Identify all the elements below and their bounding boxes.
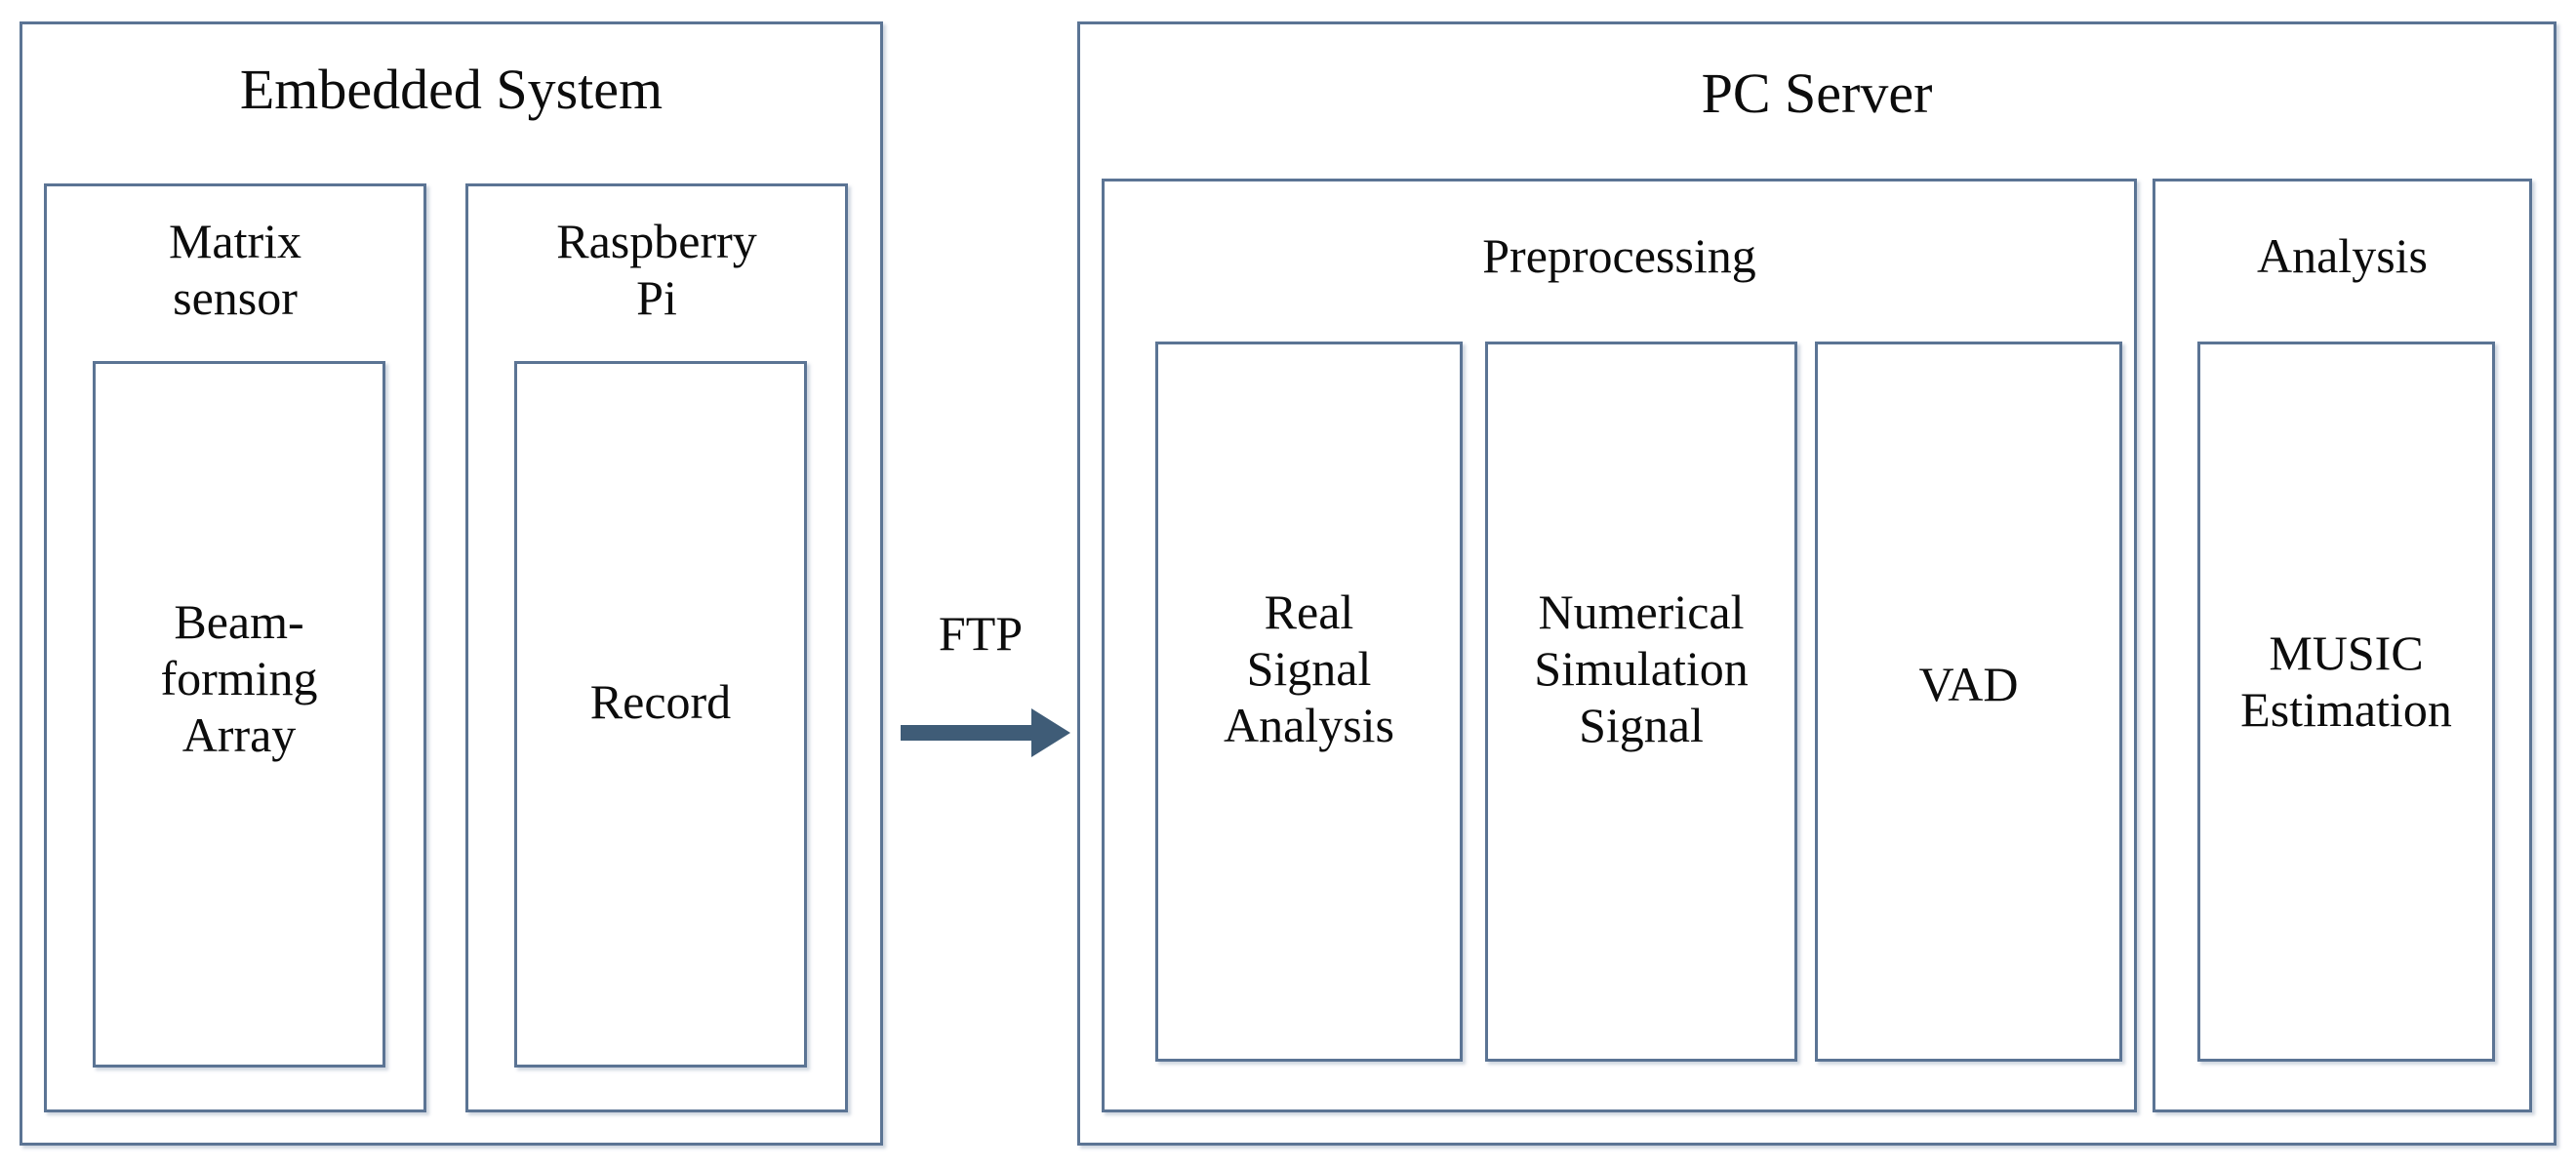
- component-vad[interactable]: [1815, 342, 2122, 1062]
- module-matrix-sensor-title: Matrix sensor: [168, 214, 302, 325]
- component-music-estimation[interactable]: [2197, 342, 2495, 1062]
- component-beamforming-array[interactable]: [93, 361, 385, 1068]
- component-music-estimation-label: MUSIC Estimation: [2240, 625, 2452, 737]
- connector-ftp-label: FTP: [938, 606, 1024, 661]
- component-numerical-simulation-signal-label: Numerical Simulation Signal: [1534, 584, 1749, 752]
- component-record[interactable]: [514, 361, 807, 1068]
- group-preprocessing-title: Preprocessing: [1482, 228, 1756, 283]
- component-numerical-simulation-signal[interactable]: [1485, 342, 1797, 1062]
- panel-embedded-system-title: Embedded System: [239, 58, 664, 121]
- component-real-signal-analysis[interactable]: [1155, 342, 1463, 1062]
- component-real-signal-analysis-label: Real Signal Analysis: [1224, 584, 1394, 752]
- component-record-label: Record: [589, 674, 732, 729]
- connector-ftp: FTP: [883, 605, 1078, 790]
- component-vad-label: VAD: [1918, 657, 2019, 711]
- group-analysis-title: Analysis: [2257, 228, 2428, 283]
- arrow-right-icon-shaft: [901, 725, 1037, 741]
- module-raspberry-pi-title: Raspberry Pi: [556, 214, 757, 325]
- arrow-right-icon: [1031, 708, 1070, 757]
- panel-pc-server-title: PC Server: [1701, 61, 1933, 125]
- component-beamforming-array-label: Beam- forming Array: [160, 594, 318, 762]
